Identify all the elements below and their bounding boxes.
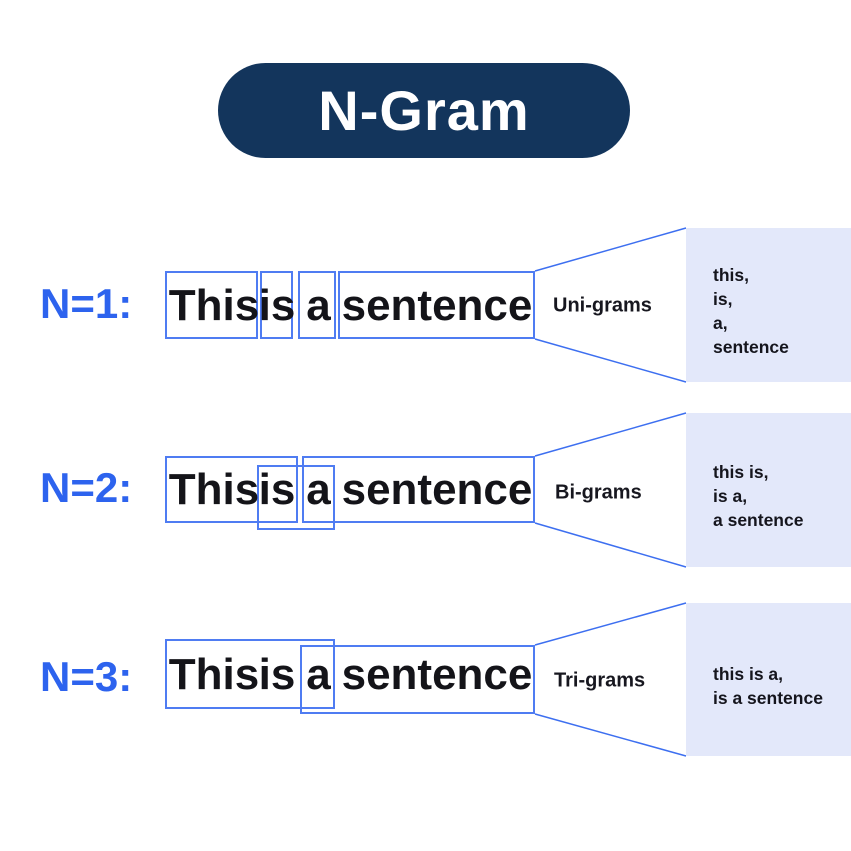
output-line: sentence	[713, 337, 789, 357]
funnel-line	[534, 602, 687, 646]
word-this: This	[168, 281, 260, 330]
output-panel-bigrams: this is, is a, a sentence	[686, 413, 851, 567]
output-line: a,	[713, 313, 728, 333]
word-sentence: sentence	[341, 281, 533, 330]
word-sentence: sentence	[341, 465, 533, 514]
output-panel-unigrams: this, is, a, sentence	[686, 228, 851, 382]
funnel-line	[534, 227, 687, 272]
word-box-is	[260, 271, 293, 339]
gram-label-bigrams: Bi-grams	[555, 481, 642, 504]
word-is: is	[258, 281, 296, 330]
output-line: this is a,	[713, 663, 784, 684]
word-box-this	[165, 271, 258, 339]
word-a: a	[306, 281, 331, 330]
output-line: this,	[713, 265, 749, 285]
n-label-3: N=3:	[40, 653, 133, 700]
funnel-line	[534, 412, 687, 457]
n-label-2: N=2:	[40, 464, 133, 511]
output-line: is a sentence	[713, 687, 823, 708]
funnel-line	[534, 522, 687, 568]
word-box-a	[298, 271, 336, 339]
word-box-is-a	[257, 465, 335, 530]
word-this: This	[168, 465, 260, 514]
title-pill: N-Gram	[218, 63, 630, 158]
output-panel-trigrams: this is a, is a sentence	[686, 603, 851, 756]
word-box-this-is	[165, 456, 298, 523]
output-line: is a,	[713, 486, 748, 506]
word-box-a-sentence	[300, 645, 535, 714]
funnel-line	[534, 713, 687, 757]
n-label-1: N=1:	[40, 280, 133, 327]
word-this: This	[168, 650, 260, 699]
word-is: is	[258, 650, 296, 699]
output-line: is,	[713, 289, 733, 309]
output-line: a sentence	[713, 510, 804, 530]
word-is: is	[258, 465, 296, 514]
word-a: a	[306, 465, 331, 514]
word-sentence: sentence	[341, 650, 533, 699]
word-a: a	[306, 650, 331, 699]
funnel-line	[534, 338, 687, 383]
word-box-a-sentence	[302, 456, 535, 523]
gram-label-trigrams: Tri-grams	[554, 669, 646, 692]
word-box-sentence	[338, 271, 535, 339]
output-line: this is,	[713, 462, 769, 482]
word-box-this-is-a	[165, 639, 335, 709]
gram-label-unigrams: Uni-grams	[553, 294, 652, 317]
page-title: N-Gram	[318, 79, 530, 142]
